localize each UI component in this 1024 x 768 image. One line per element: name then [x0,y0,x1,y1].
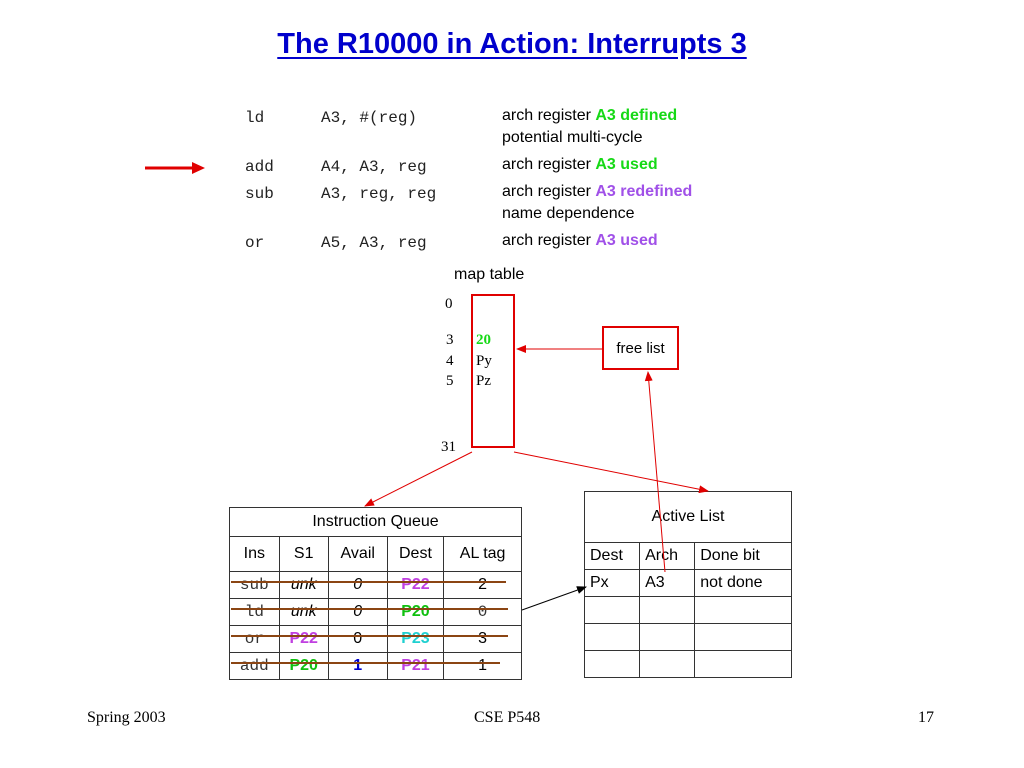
iq-cell: 2 [443,571,522,599]
map-index-31: 31 [441,439,456,455]
al-cell [639,650,696,678]
code-op-sub: sub [245,185,274,203]
instruction-queue-title: Instruction Queue [229,507,522,537]
iq-header-altag: AL tag [443,536,522,572]
highlight-a3-defined: A3 defined [595,107,678,124]
highlight-a3-used: A3 used [595,156,658,173]
iq-cell: unk [278,598,329,626]
code-op-add: add [245,158,274,176]
al-cell: Px [583,569,641,597]
al-cell [639,623,696,651]
al-cell [639,596,696,624]
map-value-a3: 20 [476,332,491,348]
iq-header-ins: Ins [229,536,280,572]
code-args-ld: A3, #(reg) [321,109,418,127]
code-desc-add: arch register A3 used [502,156,658,173]
al-header-arch: Arch [639,542,696,570]
table-row: ld unk 0 P20 0 [229,598,522,626]
table-row [583,623,792,651]
code-desc-or: arch register A3 used [502,232,658,249]
iq-cell: P22 [386,571,445,599]
al-cell [694,596,792,624]
page-title: The R10000 in Action: Interrupts 3 [277,28,747,60]
map-value-a4: Py [476,353,492,369]
footer-course: CSE P548 [474,709,541,726]
active-list-title: Active List [584,491,792,543]
highlight-a3-used-2: A3 used [595,232,658,249]
al-cell [694,650,792,678]
map-index-3: 3 [446,332,454,348]
code-args-or: A5, A3, reg [321,234,427,252]
code-note-ld: potential multi-cycle [502,129,643,146]
al-cell: not done [694,569,792,597]
iq-cell: 3 [443,625,522,653]
map-value-a5: Pz [476,373,491,389]
free-list-box: free list [602,326,679,370]
code-desc-sub: arch register A3 redefined [502,183,693,200]
iq-cell: add [229,652,280,680]
map-to-iq-arrow [364,451,473,507]
iq-cell: 0 [443,598,522,626]
iq-cell: P20 [386,598,445,626]
iq-cell: P23 [386,625,445,653]
iq-cell: 0 [327,625,388,653]
map-index-0: 0 [445,296,453,312]
al-cell [694,623,792,651]
al-cell [583,623,641,651]
footer-date: Spring 2003 [87,709,166,726]
active-list-table: Active List Dest Arch Done bit Px A3 not… [583,491,792,678]
code-desc-ld: arch register A3 defined [502,107,678,124]
table-row [583,596,792,624]
iq-cell: 1 [327,652,388,680]
iq-cell: unk [278,571,329,599]
table-row: sub unk 0 P22 2 [229,571,522,599]
iq-header-s1: S1 [278,536,329,572]
iq-header-dest: Dest [386,536,445,572]
table-row: Px A3 not done [583,569,792,597]
code-args-sub: A3, reg, reg [321,185,437,203]
map-table-box [471,294,515,448]
table-row [583,650,792,678]
table-row: add P20 1 P21 1 [229,652,522,680]
al-header-dest: Dest [583,542,641,570]
iq-header-avail: Avail [327,536,388,572]
code-op-or: or [245,234,265,252]
iq-to-al-arrow [521,586,587,611]
iq-cell: P22 [278,625,329,653]
iq-cell: 0 [327,598,388,626]
al-header-done: Done bit [694,542,792,570]
instruction-queue-table: Instruction Queue Ins S1 Avail Dest AL t… [229,507,522,680]
code-op-ld: ld [245,109,265,127]
iq-cell: or [229,625,280,653]
iq-cell: P20 [278,652,329,680]
code-args-add: A4, A3, reg [321,158,427,176]
highlight-a3-redefined: A3 redefined [595,183,693,200]
free-list-label: free list [616,339,665,357]
map-to-al-arrow [513,451,709,494]
iq-cell: 0 [327,571,388,599]
iq-cell: sub [229,571,280,599]
current-instruction-arrow-icon [145,162,205,174]
al-cell [583,650,641,678]
map-index-4: 4 [446,353,454,369]
iq-cell: P21 [386,652,445,680]
iq-cell: 1 [443,652,522,680]
al-cell [583,596,641,624]
code-note-sub: name dependence [502,205,635,222]
map-index-5: 5 [446,373,454,389]
table-row: or P22 0 P23 3 [229,625,522,653]
footer-page-number: 17 [918,709,934,726]
iq-cell: ld [229,598,280,626]
map-table-label: map table [454,266,525,283]
al-cell: A3 [639,569,696,597]
